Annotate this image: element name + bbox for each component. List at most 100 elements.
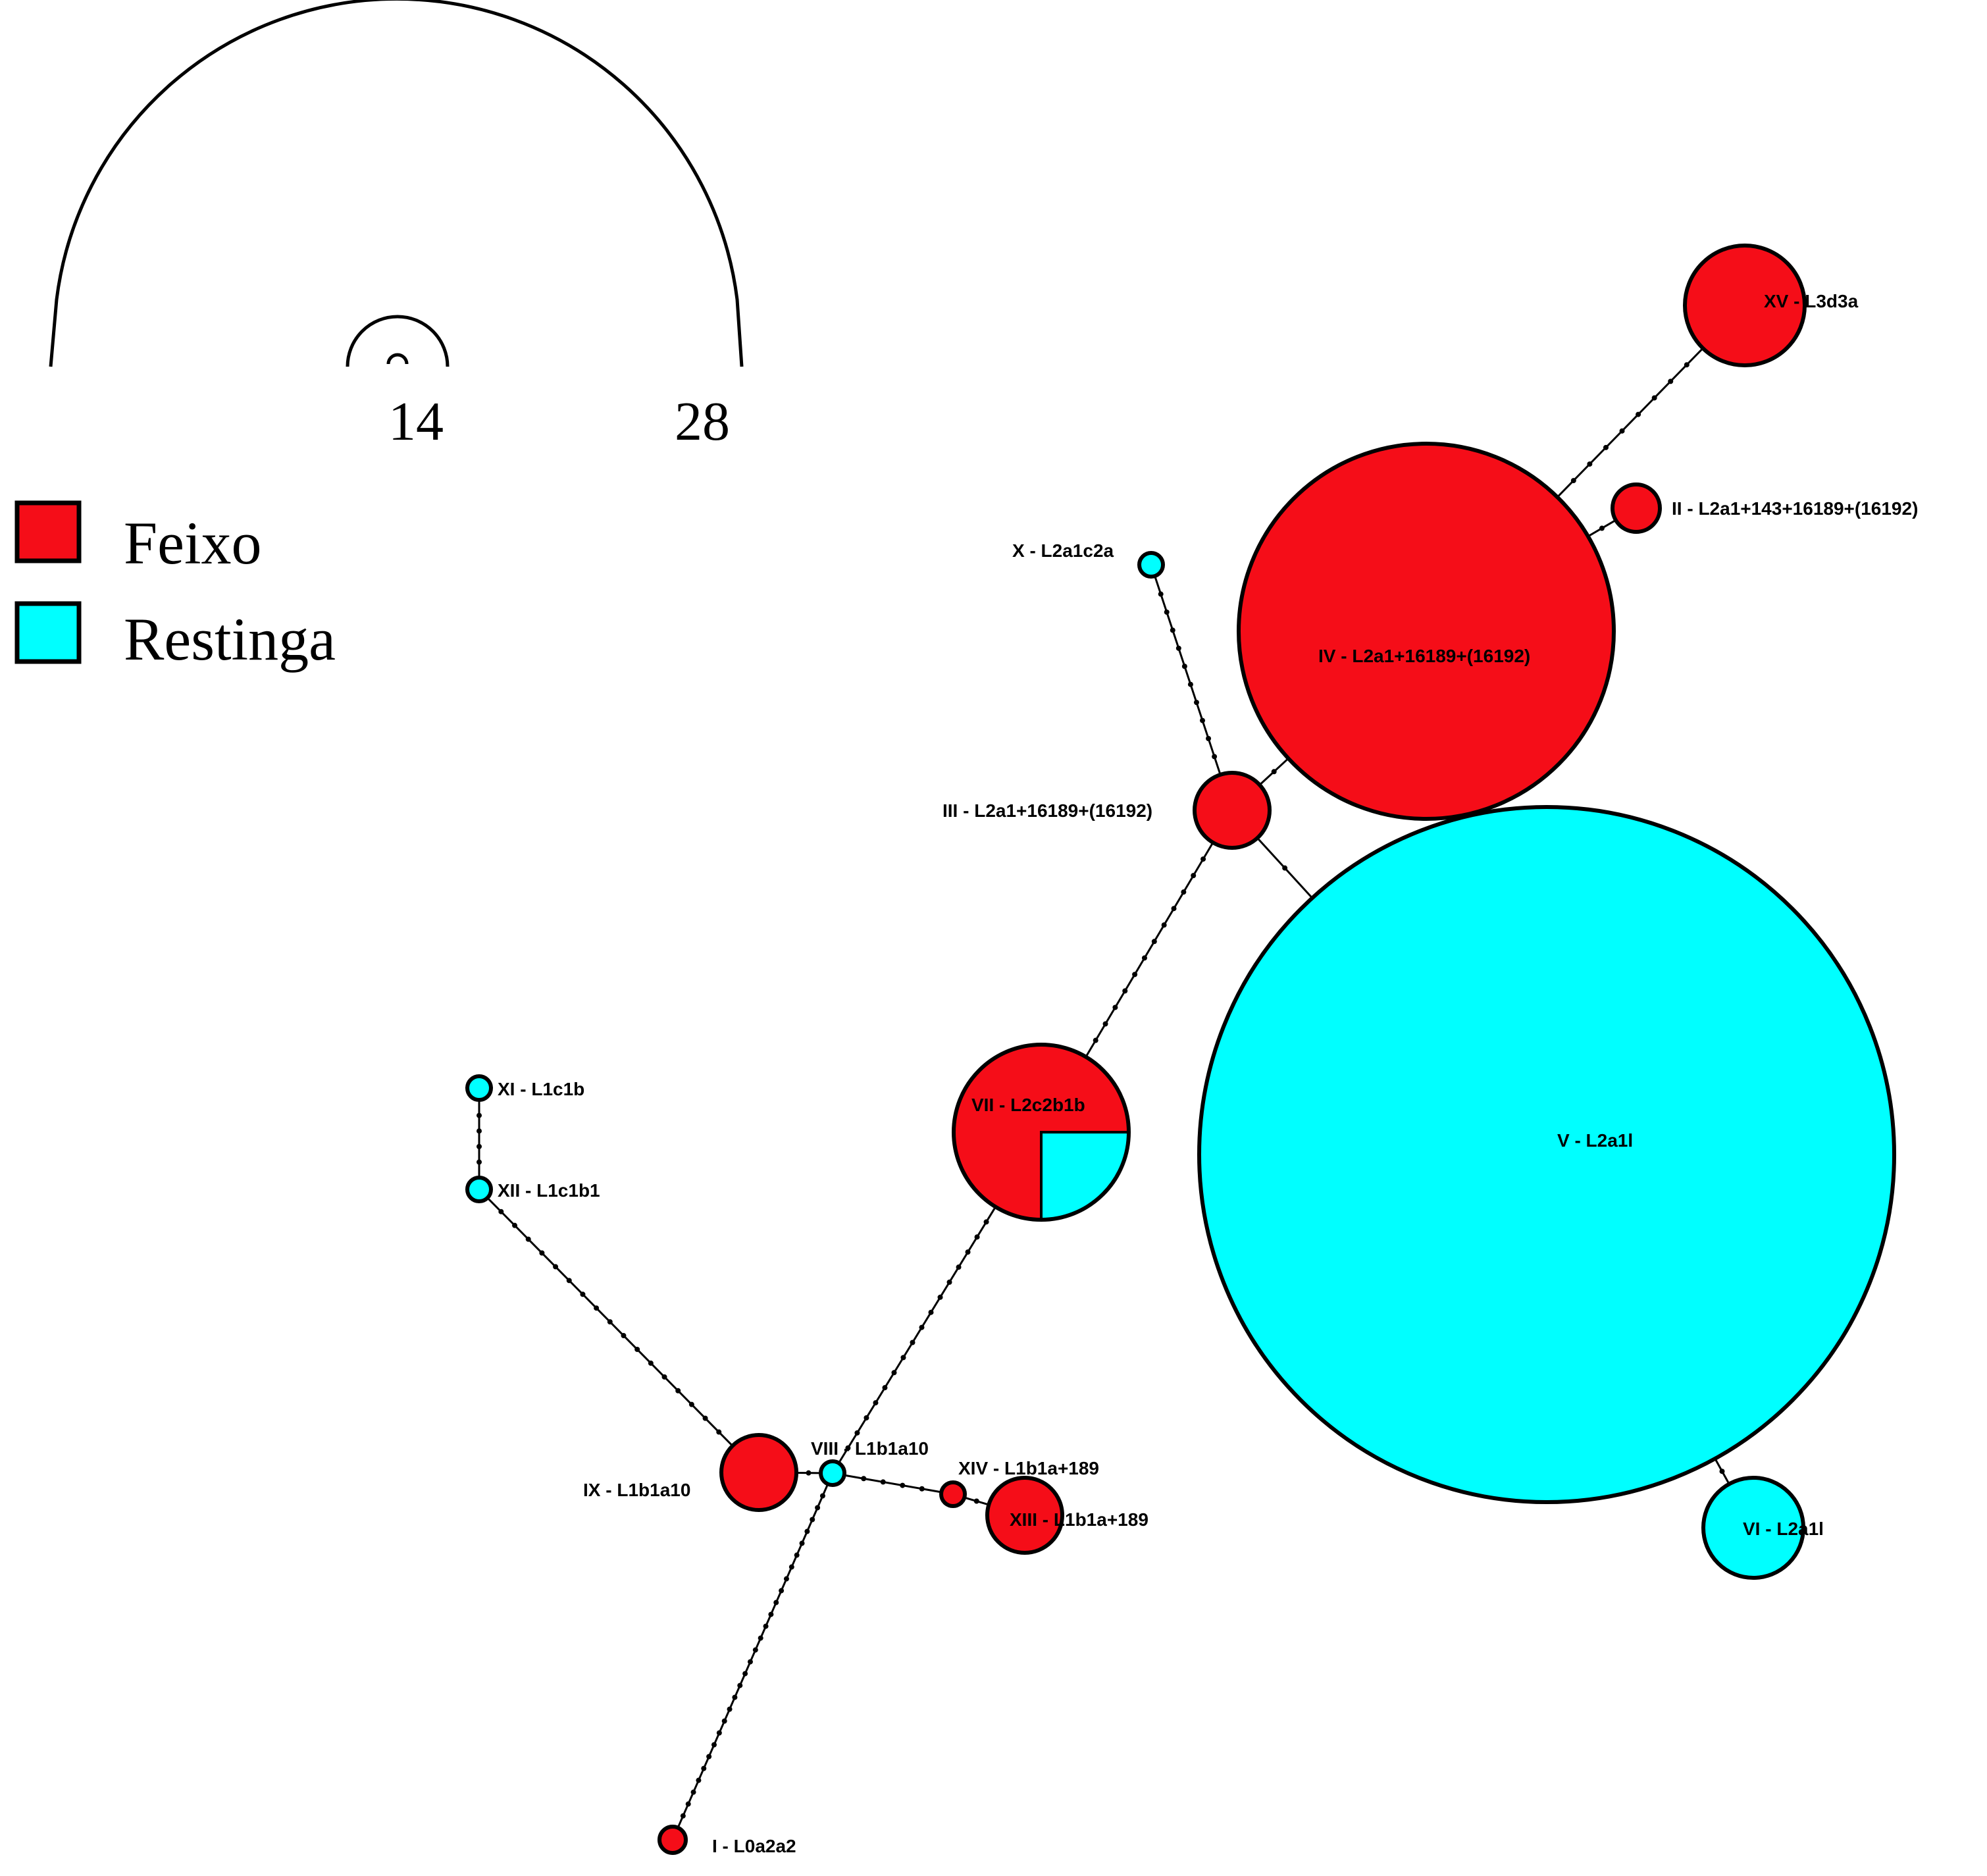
node-label-ii: II - L2a1+143+16189+(16192) — [1672, 498, 1918, 519]
node-outline — [1237, 442, 1616, 821]
node-v[interactable] — [1197, 805, 1896, 1504]
mutation-dot — [882, 1385, 888, 1391]
mutation-dot — [752, 1647, 758, 1653]
node-slice-restinga — [467, 1178, 491, 1201]
mutation-dot — [1151, 939, 1157, 945]
edge-xv-iv — [1557, 348, 1704, 498]
node-label-ix: IX - L1b1a10 — [583, 1480, 690, 1500]
mutation-dot — [1171, 906, 1177, 912]
legend-swatch-feixo — [14, 500, 82, 563]
node-vi[interactable] — [1701, 1476, 1805, 1580]
node-vii[interactable] — [952, 1043, 1131, 1222]
mutation-dot — [566, 1278, 572, 1284]
node-outline — [1701, 1476, 1805, 1580]
node-label-vii: VII - L2c2b1b — [971, 1095, 1085, 1115]
node-iv[interactable] — [1237, 442, 1616, 821]
node-ii[interactable] — [1611, 482, 1662, 534]
node-slice-feixo — [721, 1435, 796, 1510]
mutation-dot — [1132, 972, 1138, 977]
legend-label-restinga: Restinga — [124, 606, 336, 673]
mutation-dot — [910, 1340, 916, 1345]
mutation-dot — [946, 1279, 952, 1285]
node-xi[interactable] — [465, 1074, 493, 1102]
scale-arc-14 — [346, 315, 450, 367]
mutation-dot — [1570, 478, 1576, 484]
legend-label-feixo: Feixo — [124, 509, 262, 577]
nodes — [465, 244, 1896, 1855]
mutation-dot — [1187, 681, 1193, 687]
mutation-dot — [1668, 378, 1674, 384]
node-slice-restinga — [1199, 807, 1894, 1502]
node-slice-restinga — [467, 1076, 491, 1100]
mutation-dot — [1102, 1021, 1108, 1027]
node-outline — [719, 1433, 798, 1512]
mutation-dot — [477, 1159, 482, 1165]
node-i[interactable] — [658, 1825, 688, 1855]
mutation-dot — [1212, 754, 1218, 760]
mutation-dot — [477, 1143, 482, 1149]
scale-label-14: 14 — [388, 391, 444, 452]
node-x[interactable] — [1137, 551, 1165, 579]
node-xv[interactable] — [1683, 244, 1807, 367]
mutation-dot — [919, 1324, 925, 1330]
mutation-dot — [716, 1730, 722, 1736]
mutation-dot — [1112, 1004, 1118, 1010]
edges — [477, 348, 1730, 1829]
mutation-dot — [773, 1600, 779, 1605]
node-outline — [1197, 805, 1896, 1504]
mutation-dot — [701, 1765, 707, 1771]
node-xii[interactable] — [465, 1176, 493, 1203]
node-viii[interactable] — [819, 1459, 846, 1487]
mutation-dot — [634, 1346, 640, 1352]
mutation-dot — [779, 1588, 785, 1594]
node-iii[interactable] — [1193, 771, 1272, 850]
mutation-dot — [648, 1360, 654, 1366]
mutation-dot — [974, 1234, 980, 1240]
node-outline — [952, 1043, 1131, 1222]
mutation-dot — [661, 1374, 667, 1380]
mutation-dot — [864, 1415, 869, 1420]
node-slice-feixo — [941, 1482, 965, 1506]
mutation-dot — [1175, 645, 1181, 651]
mutation-dot — [702, 1415, 708, 1421]
mutation-dot — [873, 1400, 879, 1406]
mutation-dot — [512, 1222, 518, 1228]
mutation-dot — [580, 1291, 586, 1297]
node-slice-feixo — [1195, 773, 1270, 848]
mutation-dot — [1282, 865, 1288, 871]
mutation-dot — [690, 1789, 696, 1795]
mutation-dot — [965, 1249, 971, 1255]
node-label-xiii: XIII - L1b1a+189 — [1010, 1509, 1148, 1530]
node-xiv[interactable] — [939, 1480, 967, 1508]
node-slice-feixo — [1239, 444, 1614, 819]
scale-arc-28 — [49, 0, 744, 367]
mutation-dot — [680, 1813, 686, 1819]
mutation-dot — [794, 1552, 800, 1558]
mutation-dot — [742, 1671, 748, 1677]
mutation-dot — [788, 1564, 794, 1570]
mutation-dot — [1141, 955, 1147, 961]
mutation-dot — [1158, 591, 1164, 597]
mutation-dot — [854, 1430, 860, 1436]
mutation-dot — [1619, 428, 1625, 434]
mutation-dot — [1181, 664, 1187, 669]
node-label-viii: VIII - L1b1a10 — [811, 1438, 929, 1459]
mutation-dot — [799, 1540, 805, 1546]
node-xiii[interactable] — [985, 1476, 1064, 1555]
node-slice-feixo — [1685, 246, 1805, 365]
mutation-dot — [696, 1777, 702, 1783]
mutation-dot — [956, 1264, 962, 1270]
node-label-iii: III - L2a1+16189+(16192) — [942, 800, 1152, 821]
mutation-dot — [539, 1250, 545, 1256]
mutation-dot — [806, 1470, 812, 1476]
mutation-dot — [891, 1370, 897, 1376]
node-outline — [658, 1825, 688, 1855]
mutation-dot — [747, 1659, 753, 1665]
mutation-dot — [498, 1209, 504, 1214]
scale-arc-1 — [386, 353, 409, 365]
node-ix[interactable] — [719, 1433, 798, 1512]
node-outline — [1193, 771, 1272, 850]
mutation-dot — [1271, 769, 1277, 775]
mutation-dot — [1200, 717, 1206, 723]
mutation-dot — [706, 1754, 712, 1759]
